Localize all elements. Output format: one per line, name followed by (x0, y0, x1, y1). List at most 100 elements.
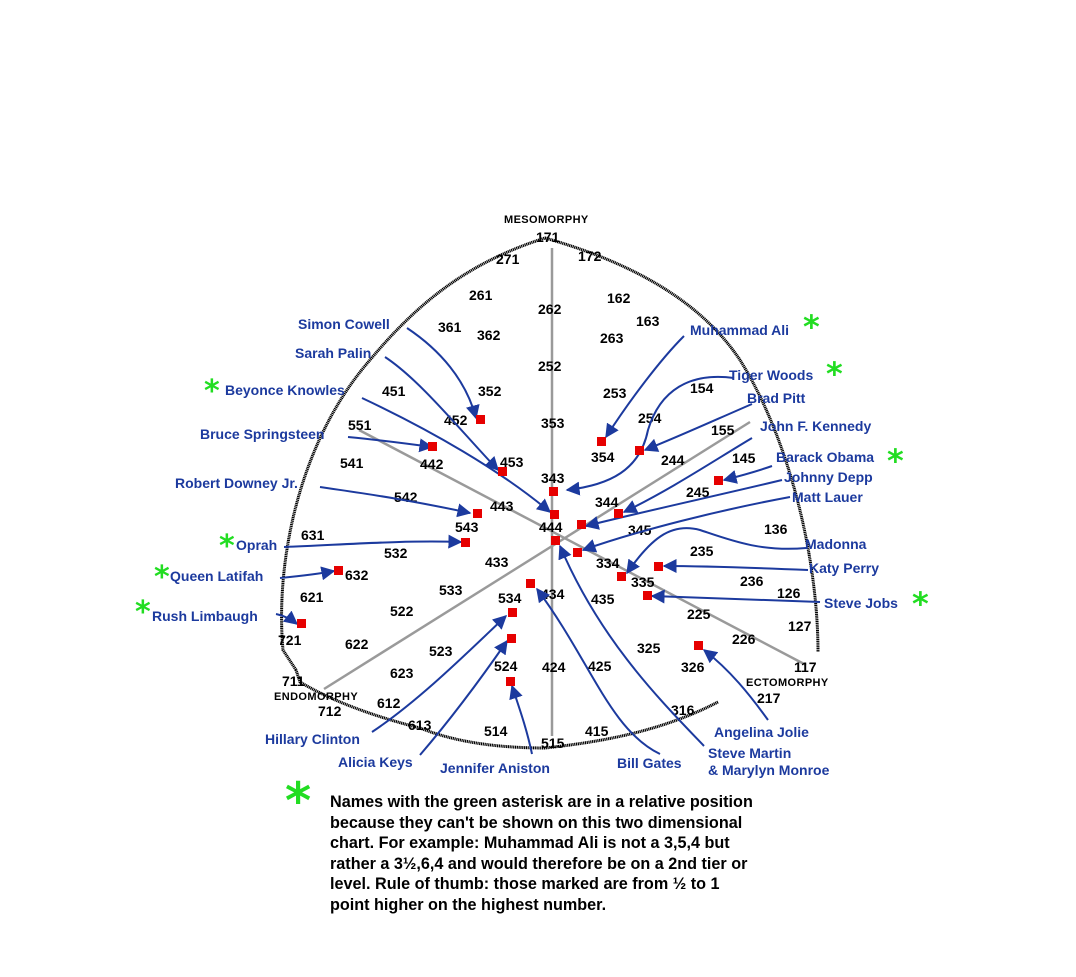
person-label: Simon Cowell (298, 316, 390, 332)
marker-sarah-palin (498, 467, 507, 476)
code-label: 261 (469, 287, 493, 303)
code-label: 543 (455, 519, 479, 535)
code-label: 263 (600, 330, 624, 346)
person-label: Hillary Clinton (265, 731, 360, 747)
connector-katy-perry (662, 559, 809, 574)
code-label: 245 (686, 484, 710, 500)
asterisk-icon: * (135, 595, 151, 630)
code-label: 451 (382, 383, 406, 399)
connector-john-f-kennedy (622, 437, 753, 513)
code-label: 334 (596, 555, 620, 571)
code-label: 335 (631, 574, 655, 590)
code-label: 424 (542, 659, 566, 675)
person-label: Brad Pitt (747, 390, 806, 406)
person-label: Madonna (805, 536, 867, 552)
marker-johnny-depp (577, 520, 586, 529)
marker-steve-jobs (643, 591, 652, 600)
code-label: 353 (541, 415, 565, 431)
code-label: 136 (764, 521, 788, 537)
footnote-line: chart. For example: Muhammad Ali is not … (330, 834, 730, 852)
connector-hillary-clinton (371, 615, 508, 733)
connector-barack-obama (722, 465, 773, 484)
marker-rush-limbaugh (297, 619, 306, 628)
connector-oprah (283, 534, 463, 549)
code-label: 326 (681, 659, 705, 675)
connector-tiger-woods (565, 375, 735, 496)
asterisk-icon: * (219, 529, 235, 564)
code-label: 514 (484, 723, 508, 739)
code-label: 344 (595, 494, 619, 510)
code-label: 612 (377, 695, 401, 711)
person-label: Sarah Palin (295, 345, 371, 361)
person-labels: Simon Cowell Sarah Palin Beyonce Knowles… (152, 316, 898, 778)
person-label: Bill Gates (617, 755, 682, 771)
marker-bill-gates (526, 579, 535, 588)
code-label: 515 (541, 735, 565, 751)
footnote-line: point higher on the highest number. (330, 895, 607, 914)
person-label: Barack Obama (776, 449, 874, 465)
marker-queen-latifah (334, 566, 343, 575)
person-label: Matt Lauer (792, 489, 863, 505)
person-label: Alicia Keys (338, 754, 413, 770)
footnote-line: rather a 3½,6,4 and would therefore be o… (330, 854, 748, 873)
connector-sarah-palin (384, 356, 499, 472)
connector-steve-martin (558, 544, 705, 747)
axis-label-mesomorphy: MESOMORPHY (504, 214, 589, 226)
code-label: 352 (478, 383, 502, 399)
code-label: 253 (603, 385, 627, 401)
axis-label-ectomorphy: ECTOMORPHY (746, 677, 829, 689)
marker-muhammad-ali (597, 437, 606, 446)
code-label: 236 (740, 573, 764, 589)
person-label: Muhammad Ali (690, 322, 789, 338)
marker-john-f-kennedy (614, 509, 623, 518)
asterisk-icon: * (803, 308, 820, 346)
code-label: 117 (794, 659, 817, 675)
connector-queen-latifah (279, 566, 336, 581)
code-label: 712 (318, 703, 342, 719)
marker-oprah (461, 538, 470, 547)
asterisk-icon: * (826, 355, 843, 393)
connector-matt-lauer (581, 496, 791, 553)
code-label: 415 (585, 723, 609, 739)
code-label: 235 (690, 543, 714, 559)
code-label: 354 (591, 449, 615, 465)
code-label: 225 (687, 606, 711, 622)
code-label: 316 (671, 702, 695, 718)
code-label: 435 (591, 591, 615, 607)
connector-robert-downey (319, 486, 472, 518)
code-label: 362 (477, 327, 501, 343)
person-markers (297, 415, 723, 686)
marker-tiger-woods (549, 487, 558, 496)
marker-brad-pitt (635, 446, 644, 455)
code-label: 622 (345, 636, 369, 652)
code-label: 711 (282, 673, 305, 689)
marker-angelina-jolie (694, 641, 703, 650)
code-label: 533 (439, 582, 463, 598)
code-label: 127 (788, 618, 812, 634)
connector-bruce-springsteen (347, 436, 434, 453)
connector-jennifer-aniston (509, 684, 533, 755)
code-label: 522 (390, 603, 414, 619)
connectors (275, 327, 821, 756)
endo-axis-line (323, 420, 751, 691)
code-label: 126 (777, 585, 801, 601)
marker-robert-downey (473, 509, 482, 518)
person-label: Rush Limbaugh (152, 608, 258, 624)
person-label: Bruce Springsteen (200, 426, 324, 442)
code-label: 271 (496, 251, 520, 267)
asterisk-icon: * (912, 585, 929, 623)
code-label: 171 (536, 229, 560, 245)
code-label: 523 (429, 643, 453, 659)
code-label: 623 (390, 665, 414, 681)
code-label: 145 (732, 450, 756, 466)
code-label: 534 (498, 590, 522, 606)
code-label: 613 (408, 717, 432, 733)
code-label: 217 (757, 690, 781, 706)
connector-simon-cowell (406, 327, 480, 420)
code-label: 154 (690, 380, 714, 396)
code-label: 425 (588, 658, 612, 674)
marker-barack-obama (714, 476, 723, 485)
person-label: & Marylyn Monroe (708, 762, 830, 778)
person-label: Robert Downey Jr. (175, 475, 298, 491)
code-label: 632 (345, 567, 369, 583)
